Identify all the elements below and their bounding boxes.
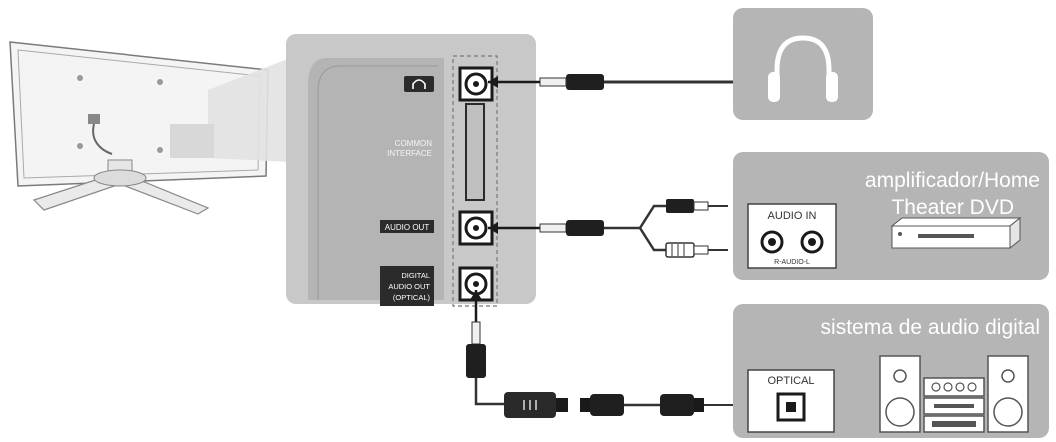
- dvd-player-icon: [890, 216, 1022, 250]
- audio-in-sub-label: R-AUDIO-L: [774, 259, 810, 266]
- headphone-icon: [412, 79, 426, 89]
- headphone-port: [458, 66, 494, 102]
- amplifier-title-1: amplificador/Home: [865, 169, 1040, 192]
- optical-cable: [466, 290, 733, 418]
- headphone-port-label: [404, 76, 434, 92]
- audio-in-label: AUDIO IN: [768, 210, 817, 222]
- optical-in-label: OPTICAL: [767, 375, 814, 387]
- common-interface-label-2: INTERFACE: [387, 149, 432, 158]
- headphone-device: [733, 8, 873, 120]
- headphone-cable: [488, 74, 733, 90]
- digital-out-label-2: AUDIO OUT: [388, 282, 430, 291]
- audio-out-label-bg: [380, 220, 434, 233]
- digital-out-label-1: DIGITAL: [401, 271, 430, 280]
- optical-in-jack: [776, 392, 806, 422]
- digital-audio-title: sistema de audio digital: [821, 316, 1040, 339]
- common-interface-label: COMMON: [395, 139, 433, 148]
- amplifier-title-2: Theater DVD: [891, 196, 1014, 219]
- audio-out-label: AUDIO OUT: [385, 223, 430, 232]
- digital-out-label-bg: [380, 266, 434, 306]
- audio-out-port: [458, 210, 494, 246]
- digital-audio-device: sistema de audio digital OPTICAL: [733, 304, 1049, 438]
- digital-out-label-3: (OPTICAL): [393, 293, 431, 302]
- stereo-system-icon: [879, 355, 1029, 433]
- tv-connection-panel: COMMON INTERFACE AUDIO OUT DIGITAL AUDIO…: [286, 34, 536, 307]
- common-interface-slot: [465, 103, 485, 201]
- tv-rear-view: [9, 41, 290, 215]
- rca-audio-cable: [488, 199, 728, 258]
- amplifier-device: amplificador/Home Theater DVD AUDIO IN R…: [733, 152, 1049, 280]
- headphone-icon: [774, 35, 832, 92]
